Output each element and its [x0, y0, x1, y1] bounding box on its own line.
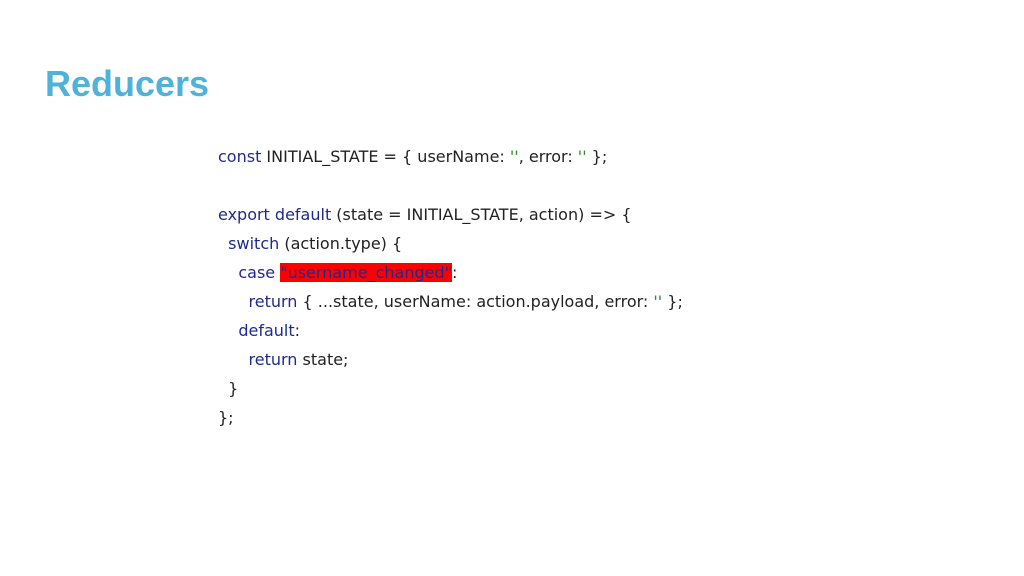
code-line-return-state: return state; — [218, 345, 683, 374]
code-text: }; — [218, 408, 234, 427]
keyword-return: return — [248, 350, 298, 369]
code-line-initial-state: const INITIAL_STATE = { userName: '', er… — [218, 142, 683, 171]
code-line-close-function: }; — [218, 403, 683, 432]
code-line-default: default: — [218, 316, 683, 345]
code-line-close-switch: } — [218, 374, 683, 403]
code-indent — [218, 234, 228, 253]
code-text: }; — [586, 147, 608, 166]
string-literal: '' — [577, 147, 587, 166]
code-line-case: case "username_changed": — [218, 258, 683, 287]
code-text: }; — [662, 292, 683, 311]
code-line-switch: switch (action.type) { — [218, 229, 683, 258]
code-text: : — [294, 321, 301, 340]
code-text: (state = INITIAL_STATE, action) => { — [331, 205, 632, 224]
code-text: state; — [297, 350, 349, 369]
code-line-blank — [218, 171, 683, 200]
code-text: } — [218, 379, 239, 398]
string-literal: '' — [509, 147, 519, 166]
keyword-export: export — [218, 205, 270, 224]
code-text: : — [451, 263, 458, 282]
code-indent — [218, 321, 238, 340]
keyword-const: const — [218, 147, 262, 166]
code-text: INITIAL_STATE = { userName: — [261, 147, 510, 166]
code-text: (action.type) { — [279, 234, 403, 253]
keyword-return: return — [248, 292, 298, 311]
keyword-switch: switch — [228, 234, 280, 253]
keyword-default-case: default — [238, 321, 295, 340]
code-text: { ...state, userName: action.payload, er… — [297, 292, 654, 311]
keyword-case: case — [238, 263, 276, 282]
string-literal: '' — [653, 292, 663, 311]
code-block: const INITIAL_STATE = { userName: '', er… — [218, 142, 683, 432]
slide-title: Reducers — [45, 63, 210, 104]
keyword-default: default — [274, 205, 332, 224]
code-line-export-default: export default (state = INITIAL_STATE, a… — [218, 200, 683, 229]
code-indent — [218, 350, 249, 369]
highlighted-string-literal: "username_changed" — [280, 263, 452, 282]
code-line-return-state-update: return { ...state, userName: action.payl… — [218, 287, 683, 316]
code-indent — [218, 292, 249, 311]
code-indent — [218, 263, 238, 282]
code-text: , error: — [518, 147, 578, 166]
